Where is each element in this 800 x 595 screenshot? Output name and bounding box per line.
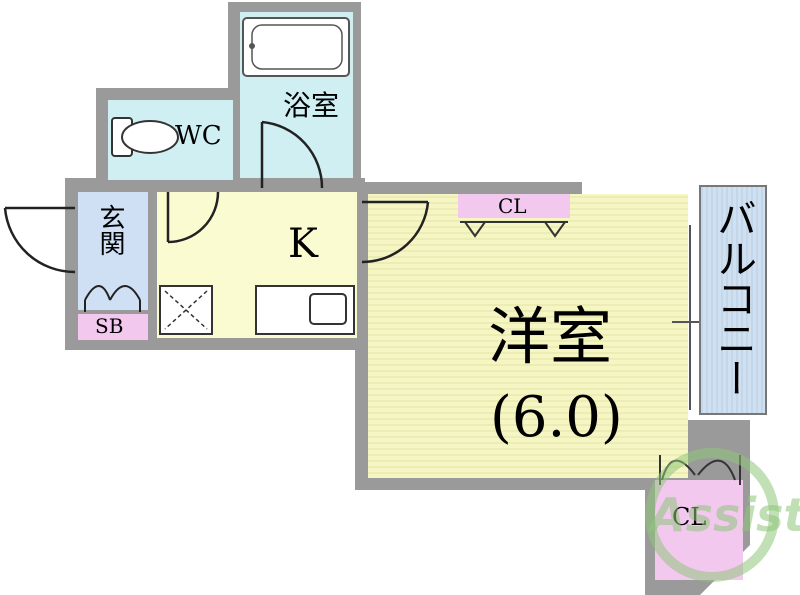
watermark-logo [645,448,779,582]
entrance-area [78,192,148,310]
bathroom-label: 浴室 [283,89,340,122]
bathtub-icon [242,17,350,77]
closet-top-label: CL [498,194,527,218]
balcony-label: バルコニー [710,198,756,398]
western-room-extension [568,228,688,478]
western-room-label: 洋室 [488,300,613,373]
closet-bottom-label: CL [672,503,707,531]
sink-basin-icon [309,293,347,325]
shoe-box-door-icon [84,285,141,312]
closet-top-area [458,194,570,218]
stove-burners-icon [164,290,208,330]
room-door-icon [361,200,430,264]
kitchen-door-icon [166,191,220,244]
kitchen-label: K [288,221,318,267]
toilet-icon [111,117,179,157]
shoe-box-area [78,314,148,340]
bath-door-icon [260,120,324,189]
shoe-box-label: SB [95,314,124,338]
watermark-text: Assist [650,488,800,542]
entrance-label: 玄関 [95,204,125,256]
toilet-label: WC [175,121,222,151]
entry-door-icon [3,206,76,274]
closet-top-door-icon [460,221,568,238]
balcony-area [699,185,767,415]
room-size-label: (6.0) [490,385,623,450]
